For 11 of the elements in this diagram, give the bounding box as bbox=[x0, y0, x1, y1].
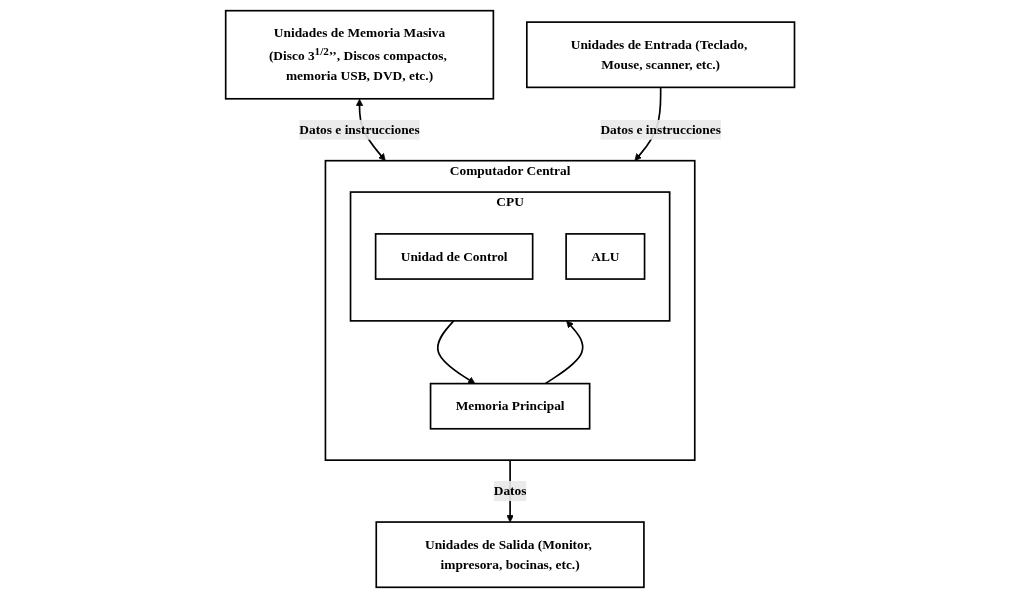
node-box: Unidad de Control bbox=[375, 233, 534, 280]
arrow bbox=[544, 320, 584, 385]
arrow bbox=[437, 320, 476, 384]
edge-label: Datos e instrucciones bbox=[600, 122, 722, 137]
node-box: Memoria Principal bbox=[430, 382, 591, 430]
node-box: Unidades de Salida (Monitor, impresora, bocinas, etc.) bbox=[375, 521, 646, 589]
edge-label: Datos bbox=[494, 483, 527, 498]
node-box: ALU bbox=[565, 233, 646, 280]
node-box: Unidades de Entrada (Teclado, Mouse, scanner, etc.) bbox=[526, 21, 796, 89]
node-box: Unidades de Memoria Masiva (Disco 3$^{1/2}$’’, Discos compactos, memoria USB, DVD, etc.) bbox=[225, 9, 495, 100]
edge-label: Datos e instrucciones bbox=[299, 122, 421, 137]
